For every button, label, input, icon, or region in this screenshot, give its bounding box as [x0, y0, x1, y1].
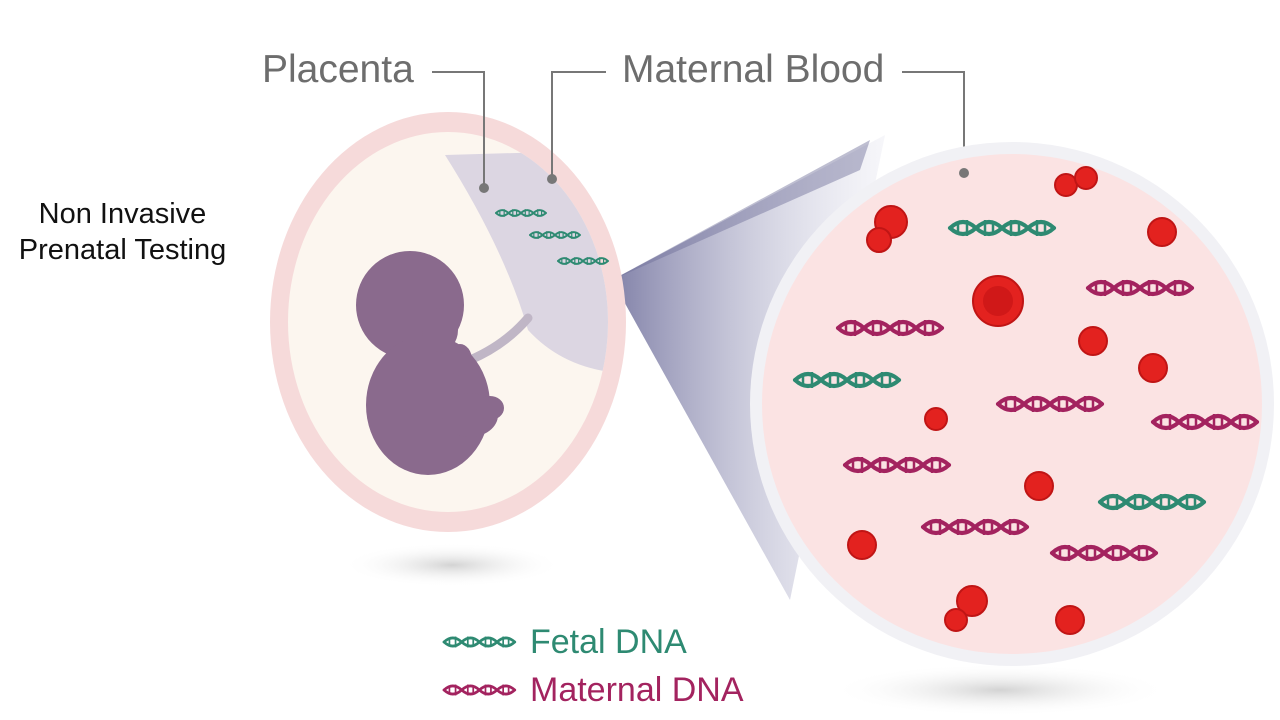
page-title-line-1: Non Invasive: [38, 198, 207, 230]
blood-cell-icon: [1055, 605, 1085, 635]
page-title-line-2: Prenatal Testing: [18, 234, 227, 266]
blood-cell-icon: [1054, 173, 1078, 197]
blood-cell-icon: [924, 407, 948, 431]
blood-cell-icon: [1024, 471, 1054, 501]
womb-shadow: [342, 543, 562, 587]
beam-edge: [612, 140, 870, 280]
callout-lines: [432, 71, 965, 186]
maternal-blood-callout-line-right: [902, 71, 965, 172]
blood-cell-icon: [1078, 326, 1108, 356]
womb: [270, 112, 626, 532]
blood-sample: [762, 154, 1262, 654]
blood-cell-icon: [847, 530, 877, 560]
blood-cell-icon: [866, 227, 892, 253]
legend-fetal-label: Fetal DNA: [530, 623, 687, 661]
magnified-blood: [750, 142, 1274, 666]
maternal-blood-callout-line-left: [551, 71, 606, 178]
placenta-callout-dot: [479, 183, 489, 193]
blood-cell-icon: [1074, 166, 1098, 190]
placenta-callout-line: [432, 71, 485, 186]
blood-cell-icon: [956, 585, 988, 617]
legend-fetal-dna-icon: [442, 635, 517, 649]
red-blood-cells: [847, 166, 1177, 635]
blood-callout-dot: [547, 174, 557, 184]
fetus-icon: [356, 251, 504, 475]
legend: [442, 635, 517, 697]
blood-sample-callout-dot: [959, 168, 969, 178]
legend-maternal-dna-icon: [442, 683, 517, 697]
legend-maternal-label: Maternal DNA: [530, 671, 744, 709]
blood-cell-icon: [944, 608, 968, 632]
placenta-label: Placenta: [262, 48, 414, 91]
magnifier-shadow: [830, 664, 1170, 716]
blood-cell-icon: [1138, 353, 1168, 383]
blood-cell-icon: [1147, 217, 1177, 247]
blood-cell-center: [983, 286, 1013, 316]
maternal-blood-label: Maternal Blood: [622, 48, 885, 91]
